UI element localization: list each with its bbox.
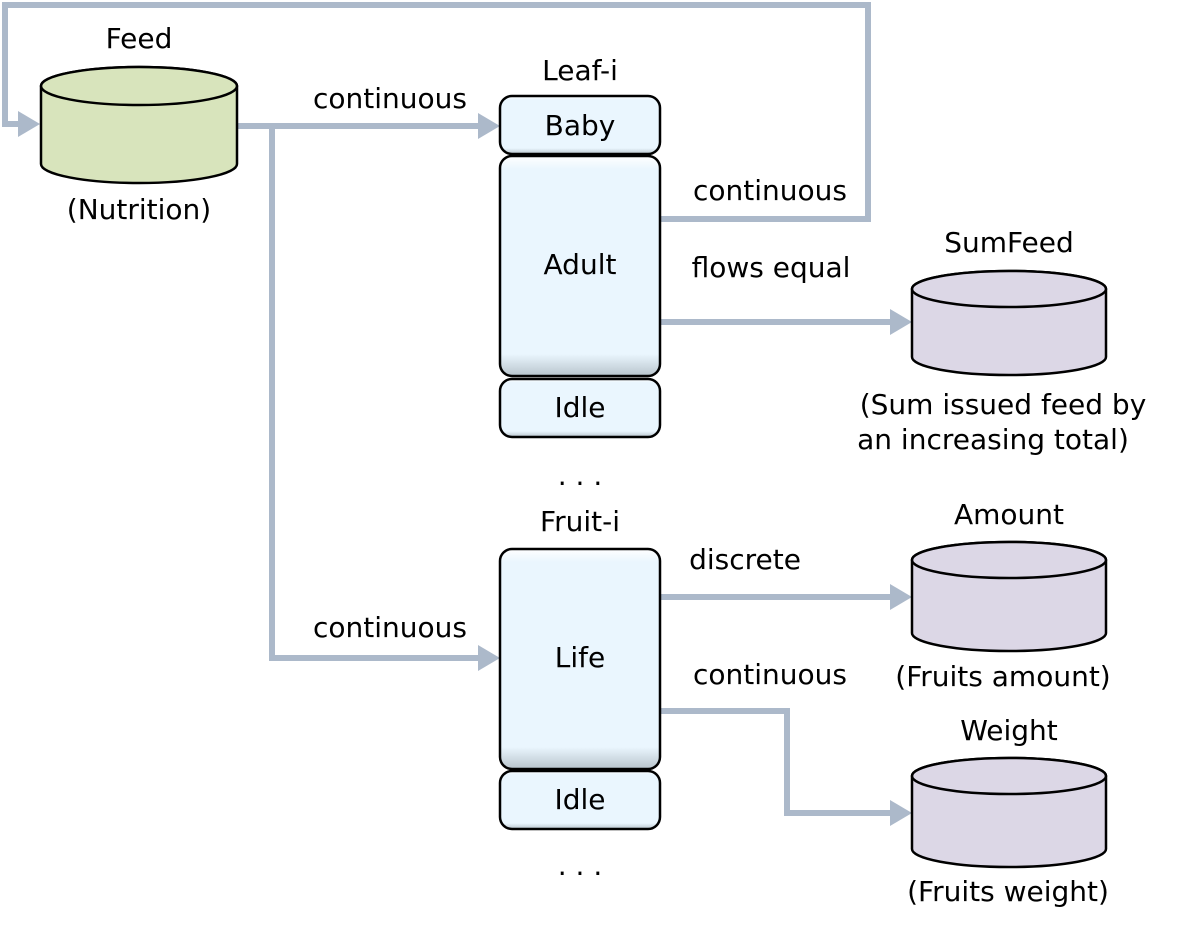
- flow-label-feed-to-baby: continuous: [313, 82, 467, 115]
- leaf-state-idle[interactable]: Idle: [498, 377, 662, 439]
- leaf-state-adult[interactable]: Adult: [498, 154, 662, 378]
- fruit-state-life[interactable]: Life: [498, 547, 662, 771]
- state-label: Baby: [545, 109, 616, 142]
- store-weight: Weight (Fruits weight): [907, 714, 1109, 908]
- fruit-ellipsis: . . .: [558, 849, 603, 882]
- fruit-name: Fruit-i: [540, 505, 620, 538]
- flow-feed-to-life: [269, 126, 500, 671]
- store-feed-caption: (Nutrition): [67, 193, 211, 226]
- flow-label-life-to-weight: continuous: [693, 658, 847, 691]
- arrowhead-icon: [18, 111, 40, 137]
- store-feed-name: Feed: [106, 22, 173, 55]
- store-amount: Amount (Fruits amount): [895, 498, 1110, 693]
- store-sumfeed-caption-line2: an increasing total): [857, 423, 1129, 456]
- store-sumfeed: SumFeed (Sum issued feed by an increasin…: [857, 226, 1146, 456]
- flow-adult-to-sumfeed: [658, 309, 912, 335]
- flow-label-adult-to-feed: continuous: [693, 174, 847, 207]
- flow-label-life-to-amount: discrete: [689, 543, 801, 576]
- flow-feed-to-baby: [237, 113, 500, 139]
- arrowhead-icon: [478, 645, 500, 671]
- state-label: Adult: [544, 248, 617, 281]
- store-sumfeed-name: SumFeed: [944, 226, 1074, 259]
- store-weight-name: Weight: [960, 714, 1058, 747]
- arrowhead-icon: [478, 113, 500, 139]
- entity-fruit: Fruit-i Life Idle . . .: [498, 505, 662, 882]
- flow-label-feed-to-life: continuous: [313, 611, 467, 644]
- store-feed: Feed (Nutrition): [39, 22, 239, 226]
- state-label: Idle: [554, 391, 605, 424]
- leaf-state-baby[interactable]: Baby: [498, 94, 662, 156]
- arrowhead-icon: [890, 584, 912, 610]
- leaf-ellipsis: . . .: [558, 459, 603, 492]
- state-label: Idle: [554, 783, 605, 816]
- store-amount-name: Amount: [954, 498, 1064, 531]
- fruit-state-idle[interactable]: Idle: [498, 769, 662, 831]
- arrowhead-icon: [890, 309, 912, 335]
- arrowhead-icon: [890, 800, 912, 826]
- store-amount-caption: (Fruits amount): [895, 660, 1110, 693]
- flow-life-to-amount: [658, 584, 912, 610]
- flow-life-to-weight: [658, 708, 912, 826]
- leaf-name: Leaf-i: [542, 54, 618, 87]
- entity-leaf: Leaf-i Baby Adult Idle . . .: [498, 54, 662, 492]
- store-weight-caption: (Fruits weight): [907, 875, 1109, 908]
- flow-label-adult-to-sumfeed: flows equal: [692, 251, 851, 284]
- store-sumfeed-caption-line1: (Sum issued feed by: [860, 388, 1147, 421]
- state-label: Life: [555, 641, 605, 674]
- flow-adult-to-feed: [2, 2, 871, 222]
